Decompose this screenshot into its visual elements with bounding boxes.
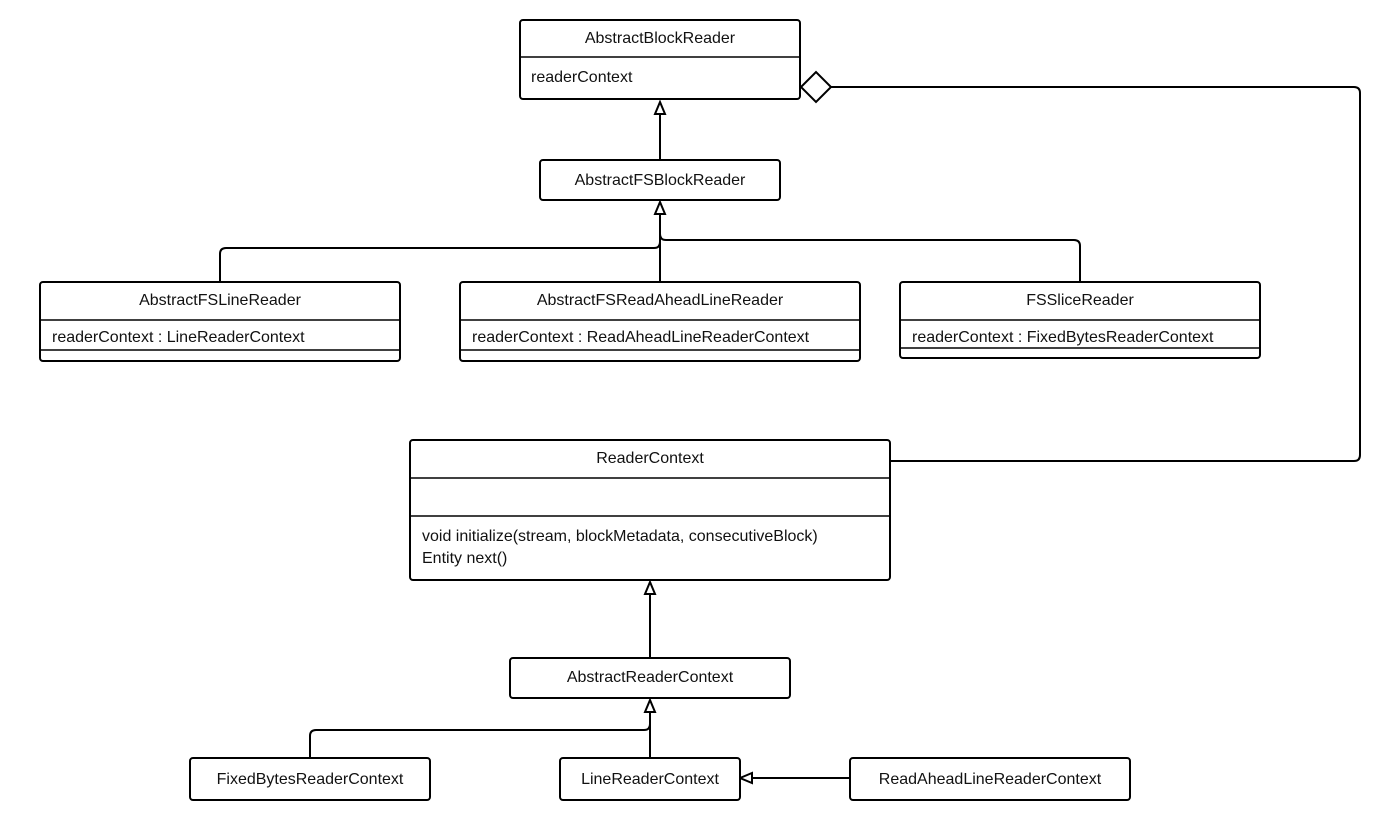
class-attribute: readerContext : FixedBytesReaderContext (912, 329, 1214, 346)
class-abstract-fs-line-reader[interactable]: AbstractFSLineReader readerContext : Lin… (39, 281, 401, 362)
edge-aggregation-readercontext (830, 86, 1361, 462)
class-name: LineReaderContext (581, 771, 719, 788)
class-attribute: readerContext (531, 69, 633, 86)
inheritance-arrow-icon (643, 697, 657, 713)
edge-fixedbytes-to-abstractreadercontext (309, 711, 651, 759)
class-name: AbstractBlockReader (585, 30, 736, 47)
class-name: AbstractFSLineReader (139, 292, 302, 309)
class-name: AbstractReaderContext (567, 669, 734, 686)
class-attribute: readerContext : LineReaderContext (52, 329, 305, 346)
class-name: AbstractFSReadAheadLineReader (537, 292, 784, 309)
class-line-reader-context[interactable]: LineReaderContext (559, 757, 741, 801)
class-name: ReaderContext (596, 450, 704, 467)
class-abstract-reader-context[interactable]: AbstractReaderContext (509, 657, 791, 699)
class-fixed-bytes-reader-context[interactable]: FixedBytesReaderContext (189, 757, 431, 801)
class-abstract-block-reader[interactable]: AbstractBlockReader readerContext (519, 19, 801, 100)
inheritance-arrow-icon (653, 99, 667, 115)
inheritance-arrow-icon (653, 199, 667, 215)
class-read-ahead-line-reader-context[interactable]: ReadAheadLineReaderContext (849, 757, 1131, 801)
aggregation-diamond-icon (799, 70, 833, 104)
class-abstract-fs-block-reader[interactable]: AbstractFSBlockReader (539, 159, 781, 201)
class-fs-slice-reader[interactable]: FSSliceReader readerContext : FixedBytes… (899, 281, 1261, 359)
inheritance-arrow-icon (643, 579, 657, 595)
inheritance-arrow-icon (737, 771, 753, 785)
class-method: void initialize(stream, blockMetadata, c… (422, 528, 818, 545)
edge-fslinereader-to-fsblockreader (219, 213, 661, 283)
class-name: FSSliceReader (1026, 292, 1134, 309)
class-name: FixedBytesReaderContext (217, 771, 404, 788)
class-abstract-fs-read-ahead-line-reader[interactable]: AbstractFSReadAheadLineReader readerCont… (459, 281, 861, 362)
class-name: ReadAheadLineReaderContext (879, 771, 1102, 788)
class-name: AbstractFSBlockReader (575, 172, 746, 189)
class-attribute: readerContext : ReadAheadLineReaderConte… (472, 329, 810, 346)
class-reader-context[interactable]: ReaderContext void initialize(stream, bl… (409, 439, 891, 581)
class-method: Entity next() (422, 550, 507, 567)
edge-fsslicereader-to-fsblockreader (659, 233, 1081, 283)
